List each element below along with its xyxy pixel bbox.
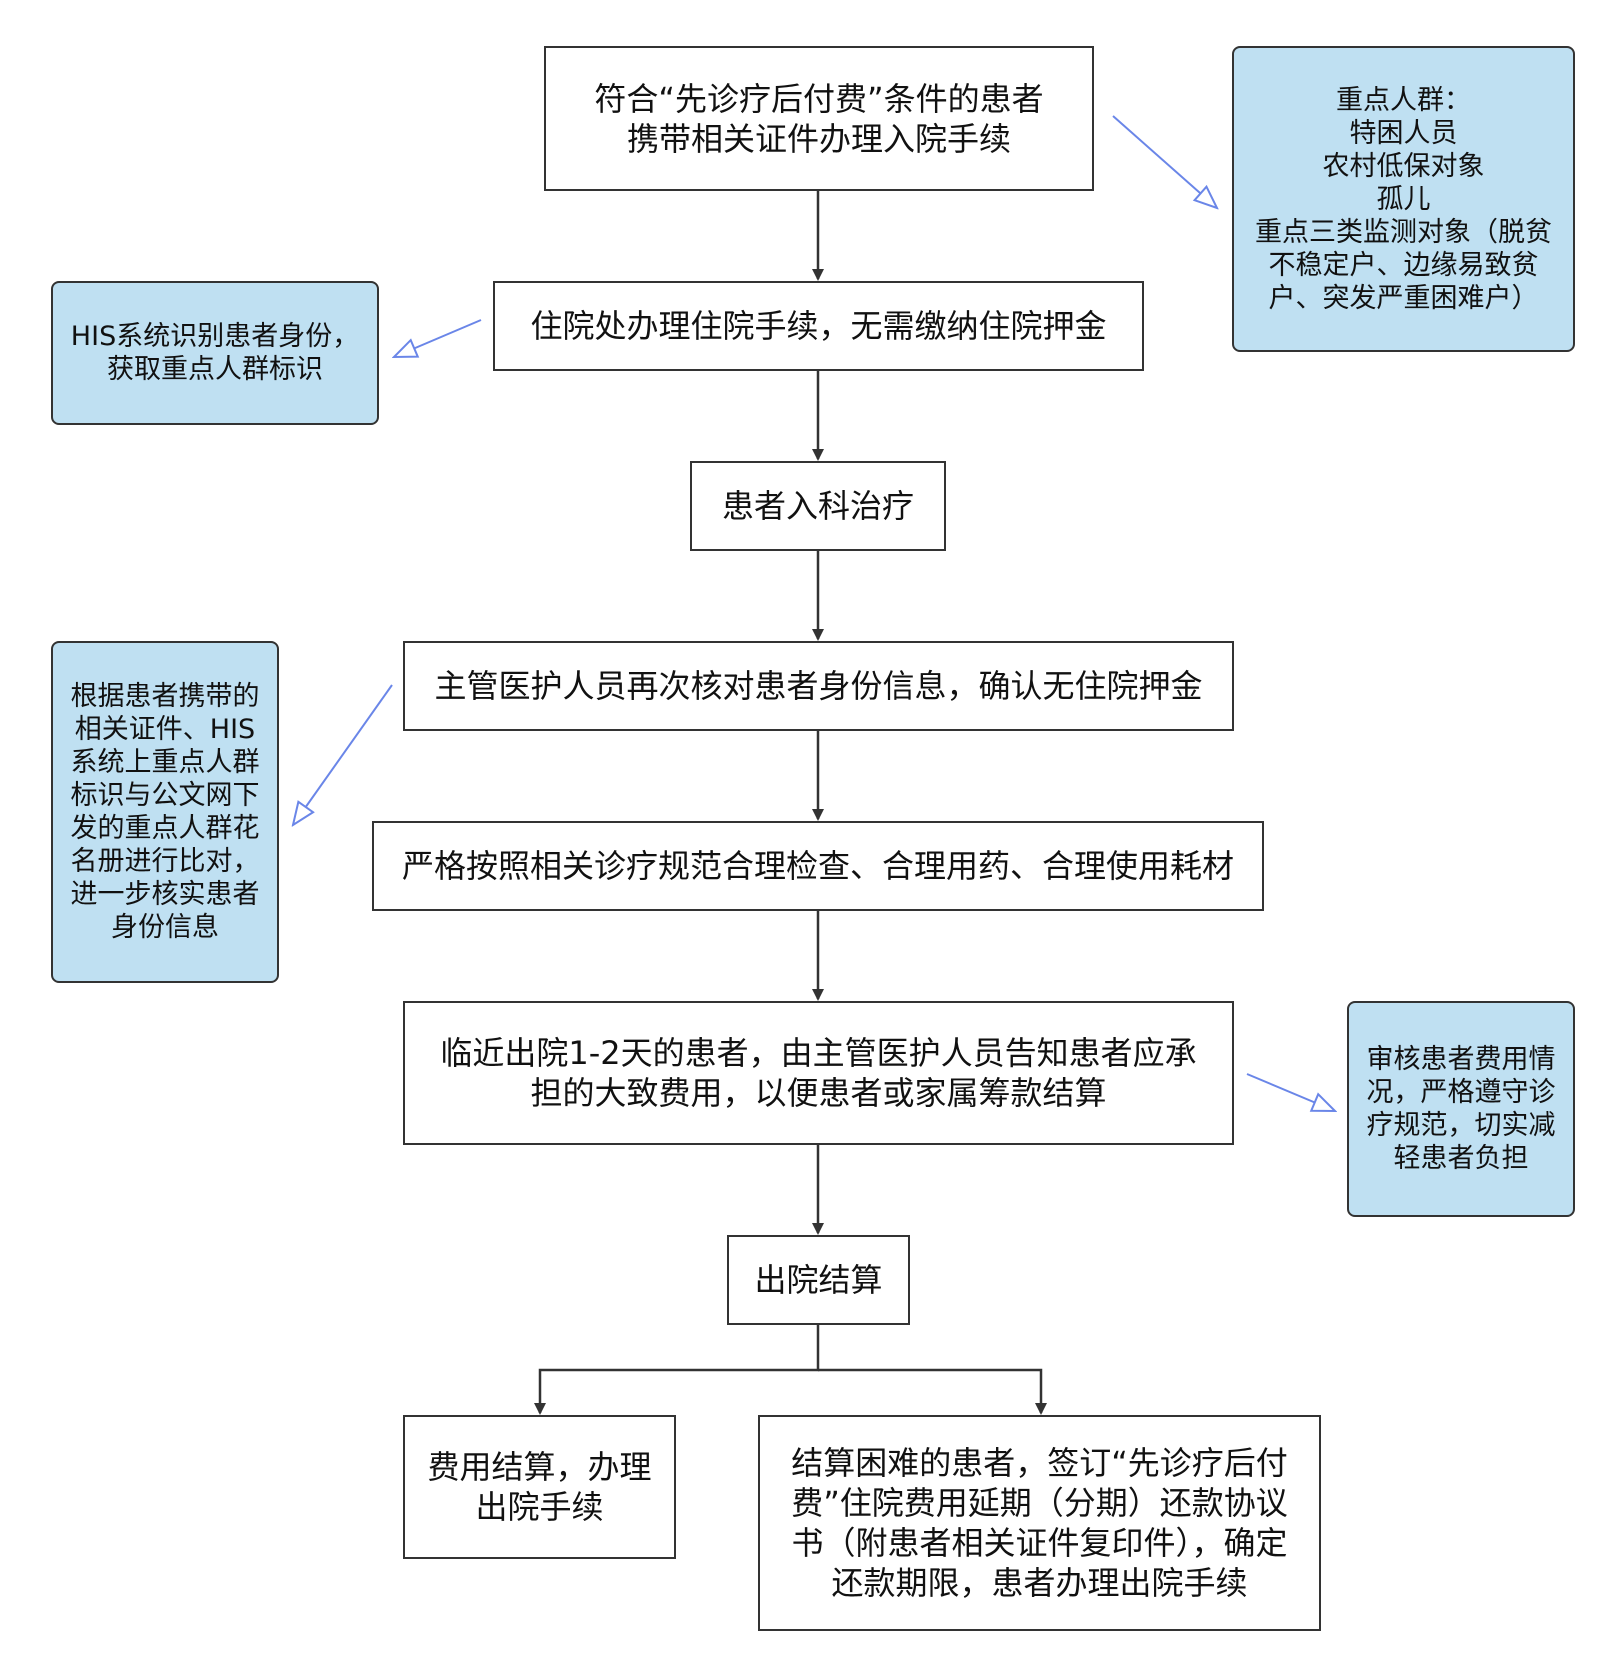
- step-admission-eligible: 符合“先诊疗后付费”条件的患者 携带相关证件办理入院手续: [544, 46, 1094, 191]
- note-his-identification-label: HIS系统识别患者身份， 获取重点人群标识: [70, 321, 360, 385]
- flow-split-line: [534, 1325, 820, 1415]
- note-arrow-his: [394, 319, 482, 357]
- flow-split-line-right: [818, 1368, 1047, 1415]
- note-key-groups-label: 重点人群： 特困人员 农村低保对象 孤儿 重点三类监测对象（脱贫 不稳定户、边缘…: [1255, 84, 1552, 314]
- step-discharge-settlement: 出院结算: [727, 1235, 910, 1325]
- step-cost-notification-label: 临近出院1-2天的患者，由主管医护人员告知患者应承 担的大致费用，以便患者或家属…: [440, 1034, 1197, 1112]
- note-identity-verification: 根据患者携带的 相关证件、HIS 系统上重点人群 标识与公文网下 发的重点人群花…: [51, 641, 279, 983]
- step-ward-treatment-label: 患者入科治疗: [721, 487, 914, 525]
- note-arrow-audit: [1246, 1073, 1335, 1111]
- note-cost-audit: 审核患者费用情 况，严格遵守诊 疗规范，切实减 轻患者负担: [1347, 1001, 1575, 1217]
- step-inpatient-registration-label: 住院处办理住院手续，无需缴纳住院押金: [530, 307, 1107, 345]
- note-identity-verification-label: 根据患者携带的 相关证件、HIS 系统上重点人群 标识与公文网下 发的重点人群花…: [70, 681, 260, 943]
- step-deferred-payment-agreement-label: 结算困难的患者，签订“先诊疗后付 费”住院费用延期（分期）还款协议 书（附患者相…: [791, 1444, 1288, 1602]
- step-identity-recheck-label: 主管医护人员再次核对患者身份信息，确认无住院押金: [434, 667, 1203, 705]
- step-inpatient-registration: 住院处办理住院手续，无需缴纳住院押金: [493, 281, 1144, 371]
- step-ward-treatment: 患者入科治疗: [690, 461, 946, 551]
- step-deferred-payment-agreement: 结算困难的患者，签订“先诊疗后付 费”住院费用延期（分期）还款协议 书（附患者相…: [758, 1415, 1321, 1631]
- step-settle-and-discharge-label: 费用结算，办理 出院手续: [427, 1448, 652, 1526]
- note-key-groups: 重点人群： 特困人员 农村低保对象 孤儿 重点三类监测对象（脱贫 不稳定户、边缘…: [1232, 46, 1575, 352]
- step-discharge-settlement-label: 出院结算: [754, 1261, 883, 1299]
- step-admission-eligible-label: 符合“先诊疗后付费”条件的患者 携带相关证件办理入院手续: [594, 79, 1044, 158]
- step-standard-treatment: 严格按照相关诊疗规范合理检查、合理用药、合理使用耗材: [372, 821, 1264, 911]
- step-standard-treatment-label: 严格按照相关诊疗规范合理检查、合理用药、合理使用耗材: [401, 847, 1234, 885]
- note-arrow-key-groups: [1112, 115, 1217, 208]
- step-settle-and-discharge: 费用结算，办理 出院手续: [403, 1415, 676, 1559]
- step-identity-recheck: 主管医护人员再次核对患者身份信息，确认无住院押金: [403, 641, 1234, 731]
- note-arrow-verify: [293, 684, 393, 825]
- note-his-identification: HIS系统识别患者身份， 获取重点人群标识: [51, 281, 379, 425]
- step-cost-notification: 临近出院1-2天的患者，由主管医护人员告知患者应承 担的大致费用，以便患者或家属…: [403, 1001, 1234, 1145]
- note-cost-audit-label: 审核患者费用情 况，严格遵守诊 疗规范，切实减 轻患者负担: [1366, 1044, 1556, 1174]
